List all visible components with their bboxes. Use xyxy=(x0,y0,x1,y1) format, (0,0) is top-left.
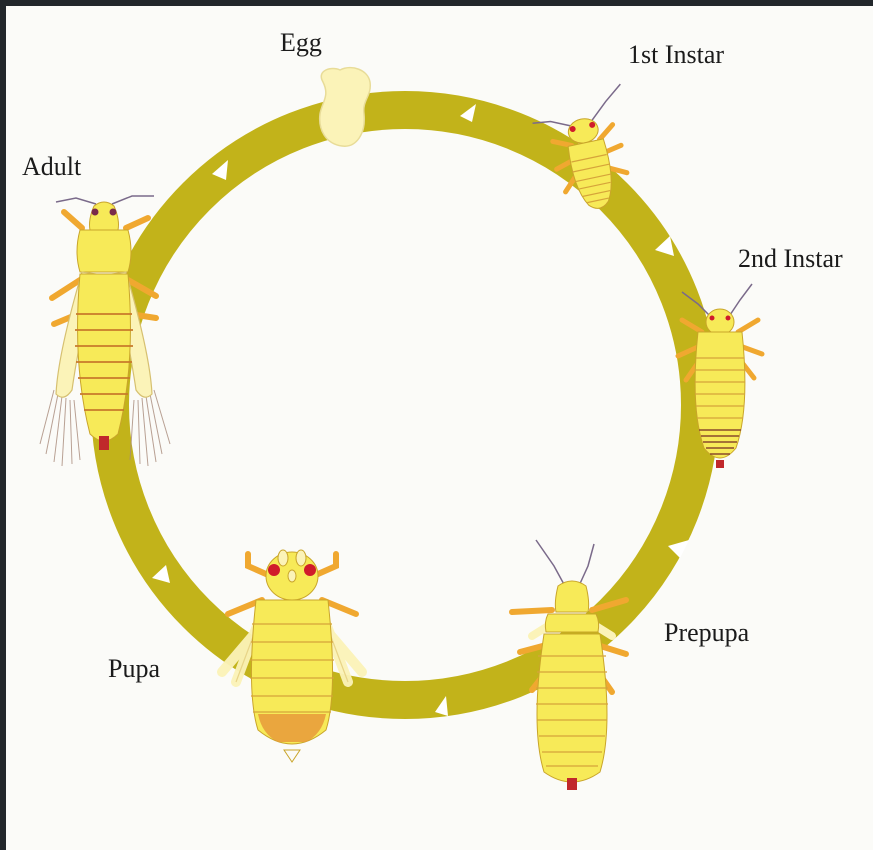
cycle-ring xyxy=(110,110,700,700)
label-egg: Egg xyxy=(280,30,322,56)
pupa-illustration xyxy=(222,550,362,762)
label-pupa: Pupa xyxy=(108,656,160,682)
label-prepupa: Prepupa xyxy=(664,620,749,646)
label-adult: Adult xyxy=(22,154,81,180)
label-first-instar: 1st Instar xyxy=(628,42,724,68)
label-second-instar: 2nd Instar xyxy=(738,246,843,272)
egg-illustration xyxy=(320,68,371,147)
